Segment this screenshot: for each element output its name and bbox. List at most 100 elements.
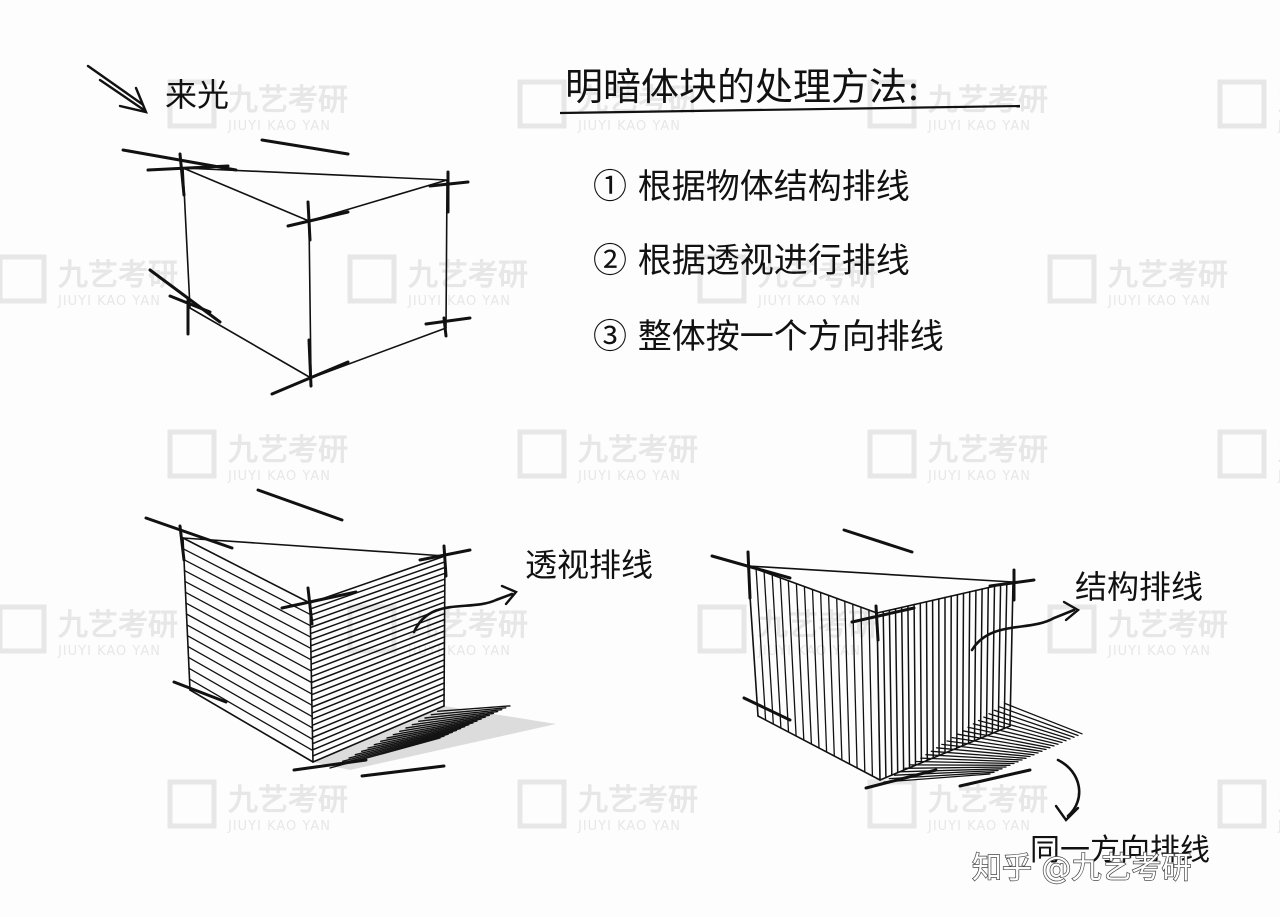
watermark-subtext: JIUYI KAO YAN xyxy=(407,294,511,309)
hatch-stroke xyxy=(310,601,446,653)
perspective-label: 透视排线 xyxy=(525,546,653,584)
watermark-logo xyxy=(867,79,917,129)
watermark-text: 九艺考研 xyxy=(1108,608,1228,643)
hatch-stroke xyxy=(967,726,1055,747)
hatch-stroke xyxy=(373,724,470,746)
hatch-stroke xyxy=(925,600,929,762)
watermark-logo xyxy=(167,779,217,829)
cube-outline xyxy=(121,138,472,396)
method-3: ③ 整体按一个方向排线 xyxy=(593,317,944,357)
watermark-text: 九艺考研 xyxy=(1108,258,1228,293)
hatch-stroke xyxy=(182,548,311,616)
hatch-stroke xyxy=(405,714,490,729)
hatch-stroke xyxy=(309,572,446,623)
hatch-stroke xyxy=(913,603,917,767)
structure-label: 结构排线 xyxy=(1075,568,1203,606)
watermark-subtext: JIUYI KAO YAN xyxy=(927,119,1031,134)
hatch-stroke xyxy=(904,766,1007,769)
hatch-stroke xyxy=(935,747,1031,758)
perspective-arrowhead xyxy=(500,584,518,606)
watermark-subtext: JIUYI KAO YAN xyxy=(577,469,681,484)
hatch-stroke xyxy=(187,656,314,729)
hatch-stroke xyxy=(311,670,445,727)
watermark-text: 九艺考研 xyxy=(58,608,178,643)
watermark-logo xyxy=(167,429,217,479)
hatch-stroke xyxy=(183,559,312,627)
watermark-subtext: JIUYI KAO YAN xyxy=(757,644,861,659)
hatch-stroke xyxy=(894,608,899,774)
hatch-stroke xyxy=(919,602,923,764)
hatch-stroke xyxy=(437,705,511,712)
hatch-stroke xyxy=(188,667,314,740)
watermark-text: 九艺考研 xyxy=(1278,83,1280,118)
hatch-stroke xyxy=(951,736,1043,752)
hatch-stroke xyxy=(899,768,1003,773)
watermark-text: 九艺考研 xyxy=(578,783,698,818)
diagram-title: 明暗体块的处理方法: xyxy=(565,65,920,109)
hatch-stroke xyxy=(931,599,934,759)
hatch-stroke xyxy=(311,687,445,745)
hatch-stroke xyxy=(956,733,1047,751)
hatch-stroke xyxy=(309,578,446,629)
hatch-stroke xyxy=(755,568,767,721)
watermark-subtext: JIUYI KAO YAN xyxy=(757,294,861,309)
hatch-stroke xyxy=(188,678,314,752)
hatch-stroke xyxy=(361,727,462,752)
watermark-subtext: JIUYI KAO YAN xyxy=(57,644,161,659)
hatch-stroke xyxy=(972,723,1059,745)
method-1: ① 根据物体结构排线 xyxy=(593,167,910,207)
hatch-stroke xyxy=(392,718,482,736)
hatch-stroke xyxy=(983,716,1067,742)
hatch-stroke xyxy=(941,743,1035,756)
hatch-stroke xyxy=(888,609,893,776)
watermark-logo xyxy=(1217,779,1267,829)
hatch-stroke xyxy=(310,624,446,678)
light-direction-arrow xyxy=(86,64,149,114)
watermark-logo xyxy=(167,79,217,129)
hatch-stroke xyxy=(860,606,866,773)
hatch-stroke xyxy=(844,600,851,765)
structure-arrow xyxy=(970,608,1076,652)
watermark-subtext: JIUYI KAO YAN xyxy=(927,819,1031,834)
hatch-stroke xyxy=(311,664,446,720)
hatch-stroke xyxy=(185,613,313,684)
hatch-stroke xyxy=(311,653,446,708)
watermark-text: 九艺考研 xyxy=(228,83,348,118)
hatch-stroke xyxy=(183,569,312,638)
hatch-stroke xyxy=(309,584,446,635)
hatch-stroke xyxy=(309,566,446,616)
watermark-subtext: JIUYI KAO YAN xyxy=(227,469,331,484)
watermark-logo xyxy=(867,429,917,479)
watermark-subtext: JIUYI KAO YAN xyxy=(1277,469,1280,484)
hatch-stroke xyxy=(883,773,991,783)
hatch-stroke xyxy=(787,580,797,737)
watermark-text: 九艺考研 xyxy=(228,783,348,818)
watermark-subtext: JIUYI KAO YAN xyxy=(577,119,681,134)
hatch-stroke xyxy=(882,610,887,779)
watermark-subtext: JIUYI KAO YAN xyxy=(227,819,331,834)
hatch-stroke xyxy=(418,710,499,722)
hatch-stroke xyxy=(311,676,445,733)
hatch-stroke xyxy=(186,624,313,695)
watermark-text: 九艺考研 xyxy=(928,783,1048,818)
hatch-stroke xyxy=(771,574,782,729)
hatch-stroke xyxy=(779,577,790,733)
watermark-logo xyxy=(517,429,567,479)
hatch-stroke xyxy=(411,712,495,726)
hatch-stroke xyxy=(430,707,507,716)
watermark-logo xyxy=(0,604,47,654)
watermark-logo xyxy=(347,604,397,654)
hatch-stroke xyxy=(310,641,446,696)
watermark-text: 九艺考研 xyxy=(1278,783,1280,818)
hatch-stroke xyxy=(310,612,446,665)
watermark-subtext: JIUYI KAO YAN xyxy=(577,819,681,834)
